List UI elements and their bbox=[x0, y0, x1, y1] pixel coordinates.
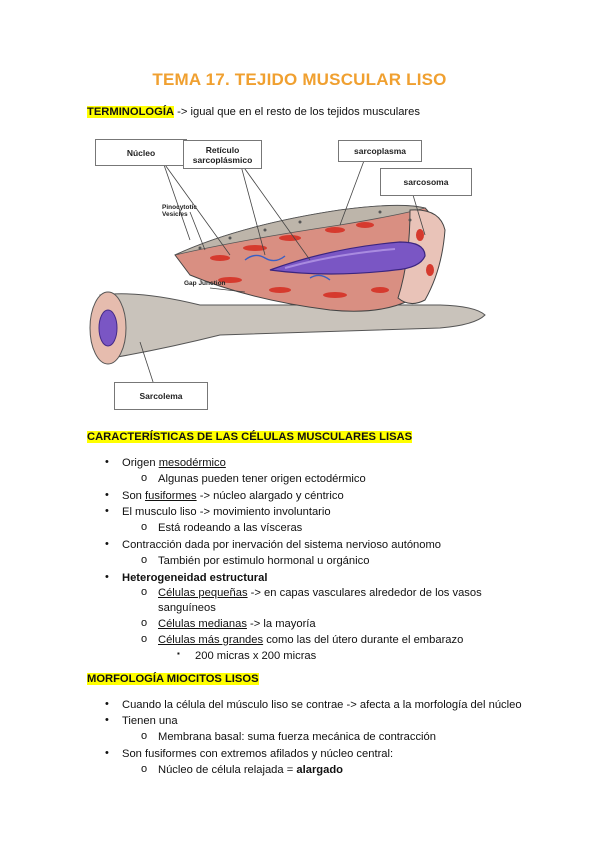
myofilaments bbox=[210, 222, 434, 298]
bullet-l1: • bbox=[105, 538, 109, 550]
bullet-l1: • bbox=[105, 571, 109, 583]
label-reticulo-line2: sarcoplásmico bbox=[192, 154, 253, 165]
caracteristicas-heading: CARACTERÍSTICAS DE LAS CÉLULAS MUSCULARE… bbox=[87, 431, 413, 443]
label-pinocytotic: Pinocytotic Vesicles bbox=[162, 204, 198, 218]
sarcoplasmic-reticulum bbox=[244, 254, 286, 262]
item-ectodermico: Algunas pueden tener origen ectodérmico bbox=[158, 473, 366, 485]
item-fusiformes: Son fusiformes -> núcleo alargado y cént… bbox=[122, 490, 344, 502]
bullet-l2: o bbox=[141, 617, 148, 629]
bullet-l2: o bbox=[141, 554, 148, 566]
morfologia-heading: MORFOLOGÍA MIOCITOS LISOS bbox=[87, 673, 259, 685]
bullet-l1: • bbox=[105, 456, 109, 468]
cross-section-nucleus bbox=[98, 309, 118, 347]
label-reticulo-line1: Retículo bbox=[205, 144, 240, 155]
terminologia-text: -> igual que en el resto de los tejidos … bbox=[174, 106, 420, 118]
pinocytotic-vesicles bbox=[198, 210, 412, 250]
item-contrae: Cuando la célula del músculo liso se con… bbox=[122, 699, 522, 711]
bullet-l3: ▪ bbox=[177, 649, 180, 658]
terminologia-heading: TERMINOLOGÍA bbox=[87, 106, 175, 118]
label-nucleo: Núcleo bbox=[95, 139, 187, 166]
item-hormonal: También por estimulo hormonal u orgánico bbox=[158, 555, 370, 567]
muscle-illustration bbox=[89, 157, 486, 389]
bullet-l2: o bbox=[141, 633, 148, 645]
bullet-l1: • bbox=[105, 747, 109, 759]
item-nucleo-relajada: Núcleo de célula relajada = alargado bbox=[158, 764, 344, 776]
item-celulas-grandes: Células más grandes como las del útero d… bbox=[158, 634, 464, 646]
label-sarcoplasma: sarcoplasma bbox=[338, 140, 422, 162]
label-gap-junction: Gap Junction bbox=[184, 280, 226, 287]
item-micras: 200 micras x 200 micras bbox=[195, 650, 317, 662]
item-tienen: Tienen una bbox=[122, 715, 178, 727]
item-fusiformes-extremos: Son fusiformes con extremos afilados y n… bbox=[122, 748, 394, 760]
smooth-muscle-diagram: Núcleo Retículo sarcoplásmico sarcoplasm… bbox=[80, 130, 520, 412]
bullet-l2: o bbox=[141, 730, 148, 742]
page-title: TEMA 17. TEJIDO MUSCULAR LISO bbox=[152, 70, 447, 89]
item-heterogeneidad: Heterogeneidad estructural bbox=[122, 572, 268, 584]
item-membrana: Membrana basal: suma fuerza mecánica de … bbox=[158, 731, 436, 743]
label-reticulo: Retículo sarcoplásmico bbox=[183, 140, 262, 169]
bullet-l2: o bbox=[141, 472, 148, 484]
item-celulas-pequenas-cont: sanguíneos bbox=[158, 602, 216, 614]
bullet-l1: • bbox=[105, 489, 109, 501]
bullet-l1: • bbox=[105, 505, 109, 517]
bullet-l1: • bbox=[105, 714, 109, 726]
terminologia-line: TERMINOLOGÍA -> igual que en el resto de… bbox=[87, 105, 420, 119]
outer-fiber bbox=[99, 293, 486, 361]
label-sarcolema: Sarcolema bbox=[114, 382, 208, 410]
label-sarcosoma: sarcosoma bbox=[380, 168, 472, 196]
bullet-l2: o bbox=[141, 586, 148, 598]
item-celulas-pequenas: Células pequeñas -> en capas vasculares … bbox=[158, 587, 482, 599]
bullet-l2: o bbox=[141, 521, 148, 533]
bullet-l2: o bbox=[141, 763, 148, 775]
bullet-l1: • bbox=[105, 698, 109, 710]
nucleus-highlight bbox=[284, 248, 396, 269]
item-contraccion: Contracción dada por inervación del sist… bbox=[122, 539, 442, 551]
item-musculo-liso: El musculo liso -> movimiento involuntar… bbox=[122, 506, 331, 518]
sarcolemma-surface bbox=[174, 205, 427, 256]
item-celulas-medianas: Células medianas -> la mayoría bbox=[158, 618, 316, 630]
item-origen: Origen mesodérmico bbox=[122, 457, 226, 469]
item-visceras: Está rodeando a las vísceras bbox=[158, 522, 303, 534]
